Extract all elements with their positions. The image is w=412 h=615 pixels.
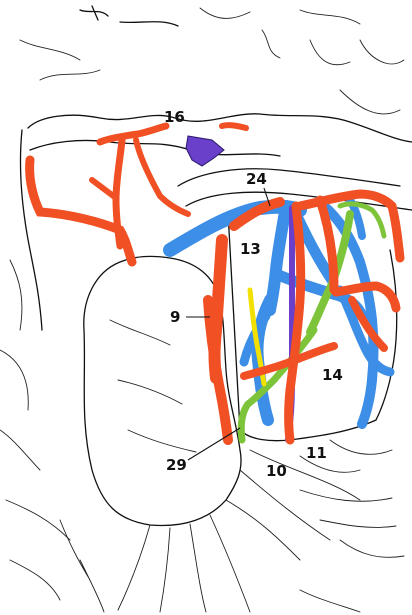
label-16: 16: [164, 108, 185, 126]
upper-arterial-branches: [25, 122, 249, 267]
label-24: 24: [246, 170, 267, 188]
central-arterial-branches: [203, 189, 405, 445]
label-10: 10: [266, 462, 287, 480]
violet-structure: [185, 135, 225, 167]
label-13: 13: [240, 240, 261, 258]
leader-24: [263, 187, 271, 207]
label-14: 14: [322, 366, 343, 384]
label-29: 29: [166, 456, 187, 474]
label-9: 9: [170, 308, 180, 326]
leader-29: [187, 427, 241, 461]
colored-vessels: [25, 122, 405, 445]
tissue-outlines: [0, 5, 412, 613]
labels: 16 24 13 9 14 29 11 10: [164, 108, 343, 480]
label-11: 11: [306, 444, 327, 462]
